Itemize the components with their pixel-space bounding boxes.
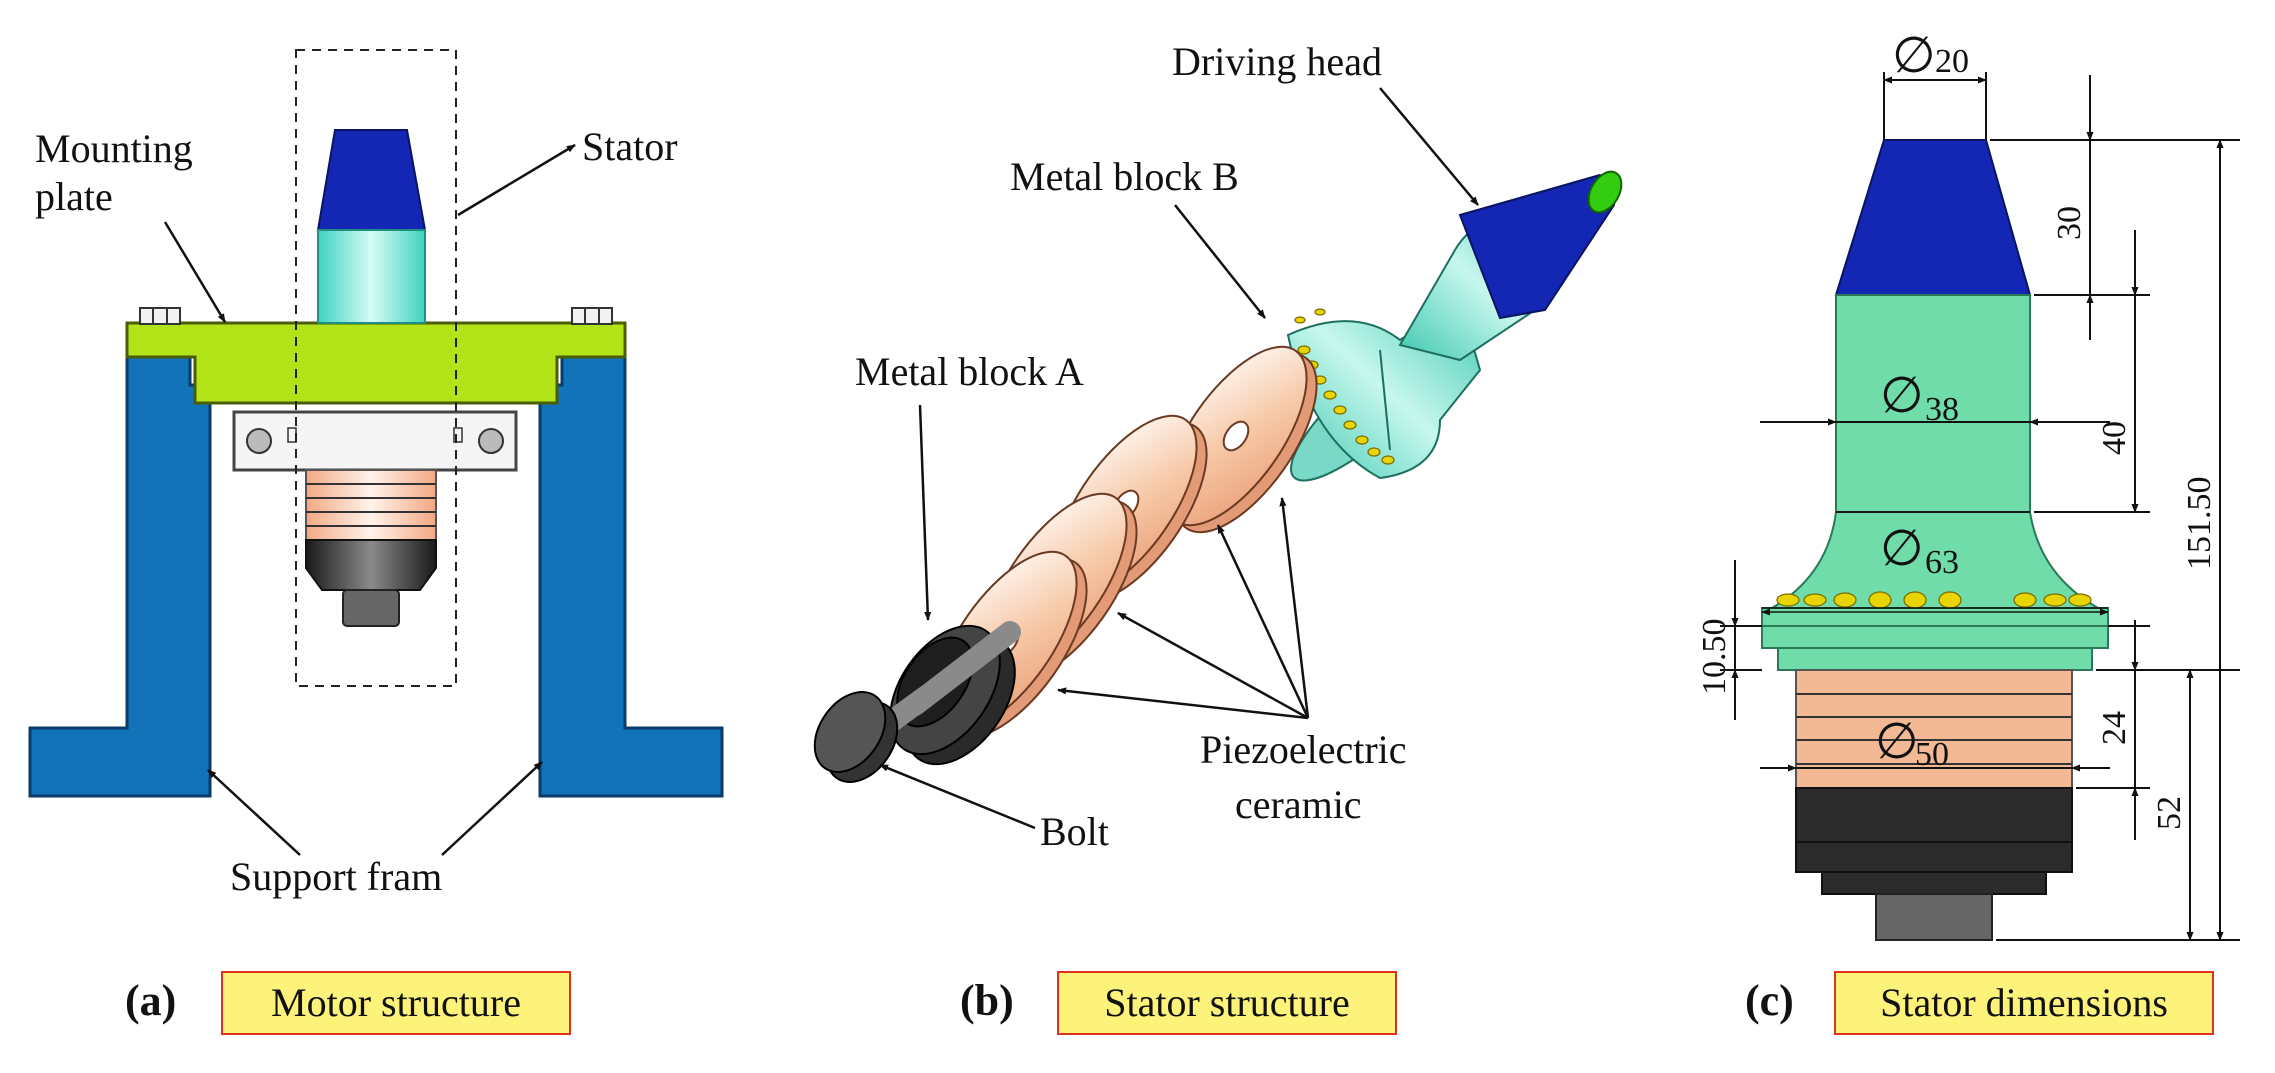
label-piezo-line1: Piezoelectric	[1200, 727, 1407, 772]
stator-head-c	[1834, 139, 2032, 296]
panel-c-caption-box	[1834, 971, 2214, 1035]
panel-b-caption: Stator structure	[1104, 980, 1350, 1025]
dim-phi-63: 63	[1925, 544, 1959, 581]
plate-bolt-left	[139, 307, 181, 325]
dim-40: 40	[2096, 421, 2133, 455]
panel-b-id: (b)	[960, 976, 1014, 1025]
panel-a-id: (a)	[125, 976, 176, 1025]
panel-c-stator-dimensions: ∅ 20 ∅ 38 ∅ 63 ∅ 50 30 40 151.50 10.50 2…	[1696, 27, 2240, 1035]
panel-a-motor-structure: Mounting plate Stator Support fram (a) M…	[28, 49, 724, 1035]
mounting-plate-arrow	[163, 221, 227, 323]
mounting-plate	[125, 321, 627, 405]
label-stator: Stator	[582, 124, 678, 169]
panel-c-id: (c)	[1745, 976, 1794, 1025]
label-metal-block-a: Metal block A	[855, 349, 1084, 394]
dim-phi-38-symbol: ∅	[1880, 367, 1924, 423]
dim-24: 24	[2096, 711, 2133, 745]
bolt	[813, 691, 899, 783]
plate-bolt-right	[571, 307, 613, 325]
label-mounting-line2: plate	[35, 174, 113, 219]
panel-a-caption: Motor structure	[271, 980, 521, 1025]
driving-head-arrow	[1379, 87, 1479, 206]
driving-head-tip	[1587, 170, 1623, 214]
panel-b-caption-box	[1057, 971, 1397, 1035]
stator-body-a	[317, 229, 426, 324]
support-frame-right	[538, 353, 724, 798]
stator-ceramic-a	[305, 469, 437, 541]
dim-phi-38: 38	[1925, 391, 1959, 428]
bolt-shaft-c	[1875, 893, 1993, 941]
metal-block-a-c	[1795, 787, 2073, 873]
label-bolt: Bolt	[1040, 809, 1109, 854]
piezo-arrows	[1057, 497, 1310, 720]
flange-lower-c	[1777, 647, 2093, 671]
dim-30: 30	[2051, 206, 2088, 240]
bolt-head-c	[1821, 871, 2047, 895]
label-metal-block-b: Metal block B	[1010, 154, 1239, 199]
dimension-lines	[1720, 72, 2240, 941]
dim-151-50: 151.50	[2181, 477, 2218, 571]
metal-block-a-arrow	[918, 404, 932, 621]
label-support-frame: Support fram	[230, 854, 442, 899]
bolt-arrow	[879, 763, 1036, 830]
label-mounting-line1: Mounting	[35, 126, 193, 171]
stator-arrow	[457, 143, 576, 217]
dim-phi-63-symbol: ∅	[1880, 520, 1924, 576]
stator-head-a	[316, 129, 427, 231]
panel-c-caption: Stator dimensions	[1880, 980, 2168, 1025]
dim-10-50: 10.50	[1696, 619, 1733, 696]
metal-block-b-arrow	[1174, 204, 1266, 319]
support-frame-left	[28, 353, 212, 798]
panel-b-stator-structure: Driving head Metal block B Metal block A…	[813, 39, 1623, 1035]
dim-phi-20-symbol: ∅	[1892, 27, 1936, 83]
stator-shaft-a	[342, 589, 400, 627]
stator-dashed-outline	[295, 49, 457, 687]
dim-phi-20: 20	[1935, 43, 1969, 80]
dim-52: 52	[2151, 796, 2188, 830]
support-frame-arrow-left	[207, 769, 301, 856]
label-driving-head: Driving head	[1172, 39, 1382, 84]
dim-phi-50: 50	[1915, 736, 1949, 773]
panel-a-caption-box	[221, 971, 571, 1035]
stator-base-a	[305, 539, 437, 591]
label-piezo-line2: ceramic	[1235, 782, 1362, 827]
support-frame-arrow-right	[441, 761, 543, 856]
stator-clamp	[232, 410, 518, 472]
dim-phi-50-symbol: ∅	[1875, 713, 1919, 769]
flange-c	[1761, 607, 2109, 649]
